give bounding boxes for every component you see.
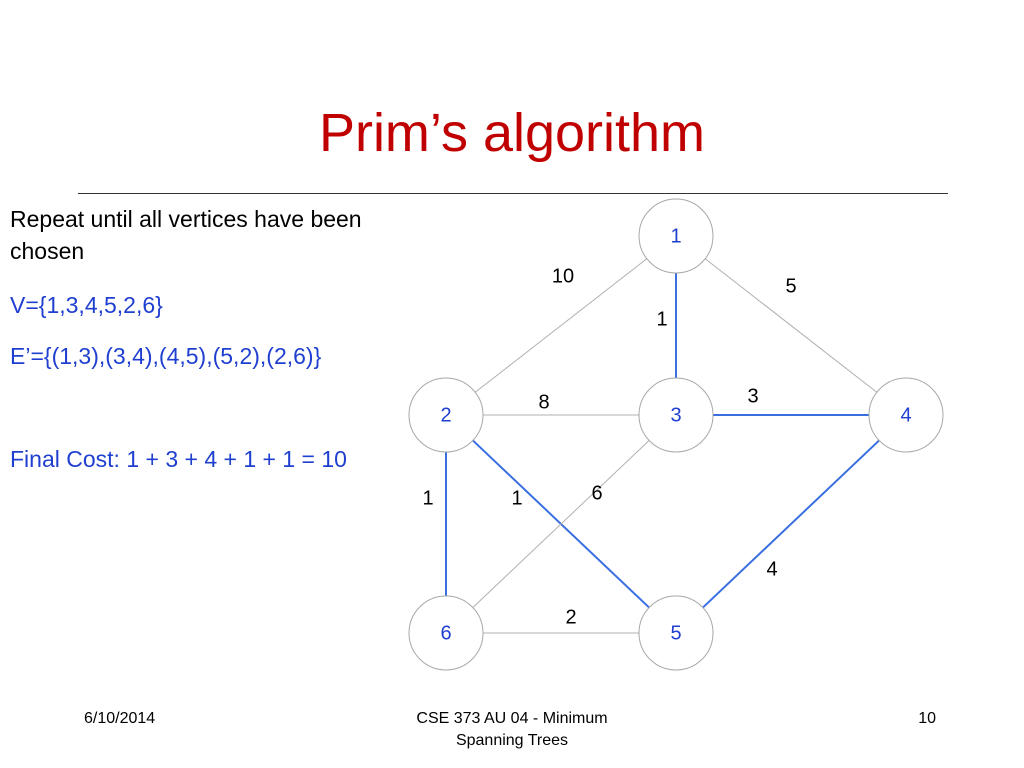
footer-course: CSE 373 AU 04 - Minimum Spanning Trees <box>362 708 662 752</box>
vertex-circle-5 <box>638 595 714 671</box>
final-cost: Final Cost: 1 + 3 + 4 + 1 + 1 = 10 <box>10 446 347 472</box>
vertex-label-3: 3 <box>670 404 681 426</box>
vertex-circle-6 <box>408 595 484 671</box>
vertex-circle-4 <box>868 377 944 453</box>
vertex-label-2: 2 <box>440 404 451 426</box>
repeat-instruction: Repeat until all vertices have been chos… <box>10 206 362 264</box>
edge-weight-1-4: 5 <box>785 275 796 297</box>
graph-vertices: 1 2 3 4 5 6 <box>408 198 944 671</box>
edge-weight-4-5: 4 <box>766 558 777 580</box>
title-divider <box>78 193 948 194</box>
edge-weight-2-6: 1 <box>422 487 433 509</box>
footer-course-line1: CSE 373 AU 04 - Minimum <box>416 710 608 727</box>
edge-weight-3-6: 6 <box>591 482 602 504</box>
graph-edge-weights: 10 1 5 8 3 1 1 6 4 2 <box>422 265 796 628</box>
edge-3-6 <box>472 440 650 608</box>
vertex-1: 1 <box>638 198 714 274</box>
vertex-5: 5 <box>638 595 714 671</box>
edge-weight-6-5: 2 <box>565 606 576 628</box>
edge-weight-2-5: 1 <box>511 487 522 509</box>
vertex-label-5: 5 <box>670 622 681 644</box>
edge-weight-1-2: 10 <box>552 265 574 287</box>
edge-weight-2-3: 8 <box>538 391 549 413</box>
vertex-set: V={1,3,4,5,2,6} <box>10 292 163 318</box>
vertex-circle-3 <box>638 377 714 453</box>
vertex-4: 4 <box>868 377 944 453</box>
footer-date: 6/10/2014 <box>84 710 156 727</box>
vertex-3: 3 <box>638 377 714 453</box>
vertex-6: 6 <box>408 595 484 671</box>
footer-course-line2: Spanning Trees <box>455 732 569 749</box>
slide-title: Prim’s algorithm <box>318 103 706 163</box>
edge-weight-1-3: 1 <box>656 308 667 330</box>
vertex-2: 2 <box>408 377 484 453</box>
graph-edges <box>445 258 880 634</box>
vertex-circle-1 <box>638 198 714 274</box>
edge-weight-3-4: 3 <box>747 385 758 407</box>
vertex-circle-2 <box>408 377 484 453</box>
footer-page-number: 10 <box>918 710 936 727</box>
vertex-label-6: 6 <box>440 622 451 644</box>
edge-1-2 <box>474 258 648 393</box>
vertex-label-1: 1 <box>670 225 681 247</box>
edge-1-4 <box>704 258 878 393</box>
edge-set: E’={(1,3),(3,4),(4,5),(5,2),(2,6)} <box>10 343 322 369</box>
vertex-label-4: 4 <box>900 404 911 426</box>
edge-4-5 <box>702 439 880 609</box>
